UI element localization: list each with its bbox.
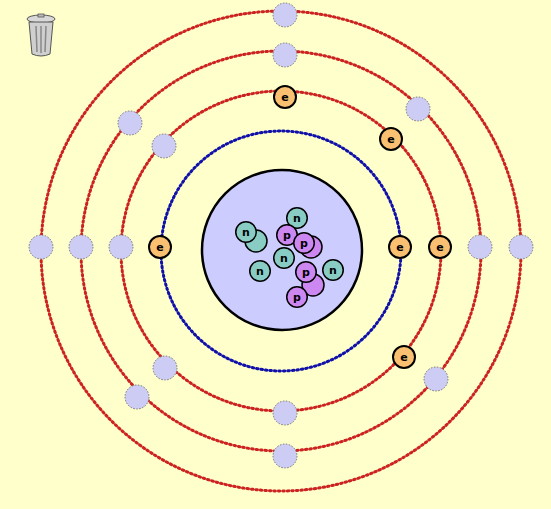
electron: e (273, 85, 297, 109)
particle-label: e (148, 235, 172, 259)
particle-label: n (235, 221, 257, 243)
empty-slot (468, 235, 492, 259)
proton: p (286, 286, 308, 308)
nucleus (202, 170, 362, 330)
particle-label: e (379, 127, 403, 151)
particle-label: n (273, 247, 295, 269)
electron: e (379, 127, 403, 151)
empty-slot (29, 235, 53, 259)
particle-label: e (273, 85, 297, 109)
neutron: n (322, 259, 344, 281)
empty-slot (424, 367, 448, 391)
particle-label: n (322, 259, 344, 281)
electron: e (388, 235, 412, 259)
particle-label: p (286, 286, 308, 308)
electron: e (392, 345, 416, 369)
proton: p (293, 232, 315, 254)
trash-icon (27, 14, 55, 56)
neutron: n (249, 260, 271, 282)
empty-slot (69, 235, 93, 259)
particle-label: e (388, 235, 412, 259)
orbit-rings (41, 11, 521, 491)
empty-slot (118, 111, 142, 135)
empty-slot (273, 3, 297, 27)
particle-label: e (392, 345, 416, 369)
empty-slot (273, 43, 297, 67)
electron: e (148, 235, 172, 259)
particle-label: n (249, 260, 271, 282)
neutron: n (273, 247, 295, 269)
empty-slot (406, 97, 430, 121)
particle-label: p (293, 232, 315, 254)
empty-slots (29, 3, 533, 468)
empty-slot (273, 401, 297, 425)
neutron: n (235, 221, 257, 243)
particle-label: e (428, 235, 452, 259)
proton: p (295, 261, 317, 283)
empty-slot (109, 235, 133, 259)
empty-slot (509, 235, 533, 259)
empty-slot (153, 356, 177, 380)
empty-slot (152, 134, 176, 158)
empty-slot (125, 385, 149, 409)
electron: e (428, 235, 452, 259)
empty-slot (273, 444, 297, 468)
particle-label: p (295, 261, 317, 283)
